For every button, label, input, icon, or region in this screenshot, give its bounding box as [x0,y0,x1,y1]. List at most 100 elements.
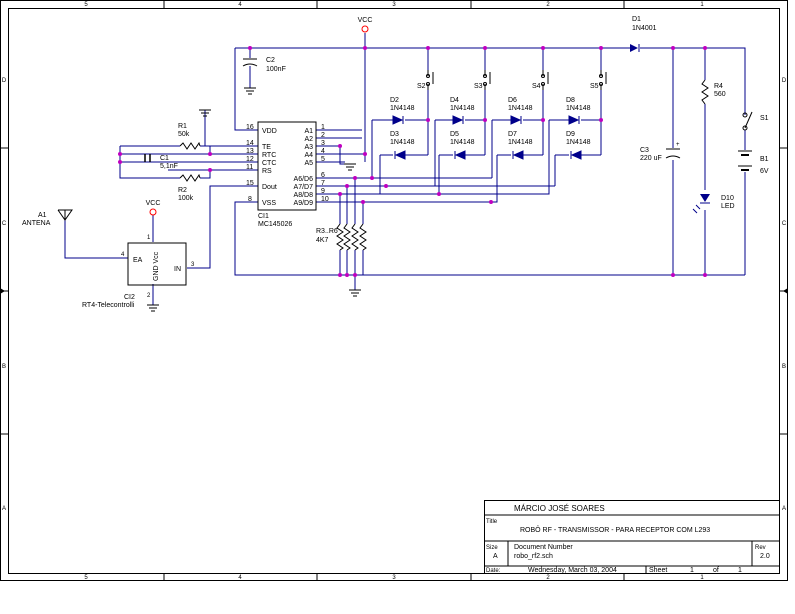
sheet-total: 1 [738,567,742,574]
title-block-text: MÁRCIO JOSÉ SOARES Title ROBÔ RF - TRANS… [486,504,770,574]
row-label-left: D [2,78,7,84]
row-label-left: B [2,364,6,370]
ci2-pin-ea: EA [133,257,143,264]
ground-symbols [147,87,361,312]
ci1-left-pin-name: VSS [262,200,276,207]
ci1-right-pin-name: A4 [304,152,313,159]
r2-ref: R2 [178,187,187,194]
ci1-right-pin-name: A7/D7 [294,184,314,191]
ci1-left-pin-name: RS [262,168,272,175]
ci1-left-pin-num: 14 [246,140,254,147]
col-label-bottom: 1 [700,575,704,581]
ci1-right-pin-num: 9 [321,188,325,195]
c1-ref: C1 [160,155,169,162]
resistors-r3-r6 [336,223,367,251]
ci2-pin3: 3 [191,262,195,268]
ci1-left-pin-name: Dout [262,184,277,191]
ci1-right-pin-name: A5 [304,160,313,167]
ci1-right-pin-num: 1 [321,124,325,131]
ic-ci1: CI1 MC145026 VDD TE RTC CTC RS Dout VSS … [246,121,329,228]
switch-label: S4 [532,83,541,90]
col-label-top: 5 [84,2,88,8]
frame-arrows [0,288,788,294]
vcc-symbols: VCC VCC [146,17,373,216]
diode-part: 1N4148 [508,105,533,112]
wires [64,33,746,305]
diode-part: 1N4148 [450,105,475,112]
ci2-part: RT4-Telecontrolli [82,302,135,309]
diode-part: 1N4148 [450,139,475,146]
r1-ref: R1 [178,123,187,130]
a1-value: ANTENA [22,220,51,227]
switches-s2-s5 [426,70,607,90]
diode-part: 1N4148 [390,105,415,112]
schematic-title: ROBÔ RF - TRANSMISSOR - PARA RECEPTOR CO… [520,525,710,534]
col-label-top: 3 [392,2,396,8]
diode-part: 1N4148 [566,105,591,112]
ci1-left-pin-num: 16 [246,124,254,131]
c1-value: 5,1nF [160,163,178,170]
diode-ref: D4 [450,97,459,104]
c3-value: 220 uF [640,155,662,162]
col-label-bottom: 3 [392,575,396,581]
diode-ref: D5 [450,131,459,138]
b1-ref: B1 [760,156,769,163]
col-label-bottom: 5 [84,575,88,581]
ci1-right-pin-name: A3 [304,144,313,151]
ci1-right-pin-num: 6 [321,172,325,179]
d1-ref: D1 [632,16,641,23]
rev-value: 2.0 [760,553,770,560]
diode-ref: D6 [508,97,517,104]
sheet-label: Sheet [649,567,667,574]
ci2-pin-in: IN [174,266,181,273]
size-label: Size [486,545,498,551]
ci1-left-pin-num: 13 [246,148,254,155]
col-label-top: 2 [546,2,550,8]
diode-ref: D3 [390,131,399,138]
ci1-left-pin-name: VDD [262,128,277,135]
diode-ref: D8 [566,97,575,104]
resistor-r2: R2 100k [178,173,201,202]
ci1-left-pin-num: 12 [246,156,254,163]
ci1-right-pin-name: A9/D9 [294,200,314,207]
of-label: of [713,567,719,574]
col-label-top: 1 [700,2,704,8]
r3r6-ref: R3..R6 [316,228,338,235]
b1-value: 6V [760,168,769,175]
r2-value: 100k [178,195,194,202]
diode-d1: D1 1N4001 [630,16,657,52]
ci1-part: MC145026 [258,221,292,228]
r4-ref: R4 [714,83,723,90]
ci1-right-pin-num: 2 [321,132,325,139]
capacitor-c1: C1 5,1nF [144,154,178,170]
row-label-right: D [782,78,787,84]
diodes-4148 [392,115,582,160]
ci1-right-pin-name: A1 [304,128,313,135]
diode-ref: D9 [566,131,575,138]
col-label-bottom: 2 [546,575,550,581]
d10-ref: D10 [721,195,734,202]
author-name: MÁRCIO JOSÉ SOARES [514,504,605,513]
size-value: A [493,553,498,560]
sheet-frame [0,0,788,581]
vcc-label: VCC [358,17,373,24]
led-d10: D10 LED [692,194,735,214]
switch-label: S3 [474,83,483,90]
rev-label: Rev [755,545,766,551]
docnum-value: robo_rf2.sch [514,553,553,560]
row-label-right: A [782,506,786,512]
a1-ref: A1 [38,212,47,219]
date-label: Date: [486,568,501,574]
col-label-top: 4 [238,2,242,8]
r4-value: 560 [714,91,726,98]
switch-s1: S1 [742,111,769,131]
ci1-right-pin-name: A8/D8 [294,192,314,199]
ci1-right-pin-num: 4 [321,148,325,155]
frame-labels: 5 4 3 2 1 5 4 3 2 1 D C B A D C B A [2,2,787,581]
resistor-r4: R4 560 [701,79,726,105]
diode-ref: D7 [508,131,517,138]
switch-label: S2 [417,83,426,90]
diode-ref: D2 [390,97,399,104]
ci1-right-pin-num: 5 [321,156,325,163]
ci1-left-pin-num: 15 [246,180,254,187]
